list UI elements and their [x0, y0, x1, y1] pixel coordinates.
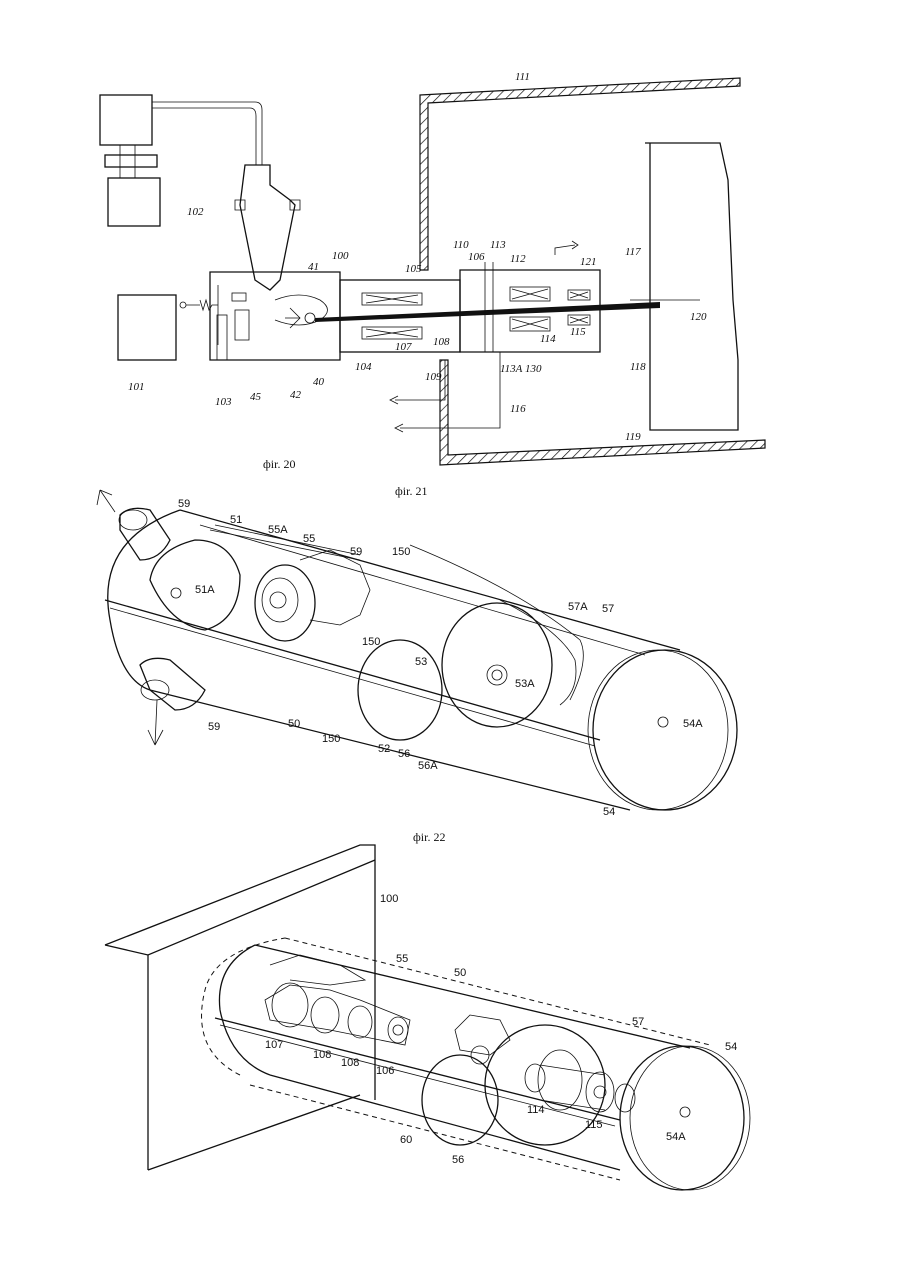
label-117: 117 — [625, 246, 641, 258]
label-41: 41 — [308, 261, 319, 273]
label-55: 55 — [303, 533, 315, 545]
label-150-bottom: 150 — [322, 733, 340, 745]
end-disc-22-54 — [620, 1046, 744, 1190]
label-106: 106 — [468, 251, 485, 263]
label-113: 113 — [490, 239, 506, 251]
label-108-a: 108 — [313, 1049, 331, 1061]
label-105: 105 — [405, 263, 422, 275]
port-59-upper — [120, 508, 170, 560]
label-52: 52 — [378, 743, 390, 755]
label-109: 109 — [425, 371, 442, 383]
label-53: 53 — [415, 656, 427, 668]
figure-22: 100 55 50 57 54 107 108 108 106 114 115 … — [105, 845, 750, 1190]
figure-21: 59 51 55A 55 59 150 51A 57A 57 150 53 53… — [97, 490, 737, 844]
port-59-lower — [140, 658, 205, 710]
figure-20: 100 101 102 103 104 105 106 107 108 109 … — [100, 71, 765, 471]
vacuum-chamber-wall-bottom — [440, 360, 765, 465]
label-119: 119 — [625, 431, 641, 443]
label-60: 60 — [400, 1134, 412, 1146]
label-112: 112 — [510, 253, 526, 265]
label-102: 102 — [187, 206, 204, 218]
label-113a: 113A — [500, 363, 523, 375]
label-107: 107 — [395, 341, 412, 353]
label-130: 130 — [525, 363, 542, 375]
label-45: 45 — [250, 391, 262, 403]
power-supply-box-upper — [100, 95, 152, 145]
label-56: 56 — [398, 748, 410, 760]
label-54: 54 — [603, 806, 615, 818]
controller-box-101 — [118, 295, 176, 360]
label-110: 110 — [453, 239, 469, 251]
label-56-fig22: 56 — [452, 1154, 464, 1166]
power-supply-box-lower — [108, 178, 160, 226]
label-55-fig22: 55 — [396, 953, 408, 965]
label-111: 111 — [515, 71, 530, 83]
label-57: 57 — [602, 603, 614, 615]
label-101: 101 — [128, 381, 145, 393]
label-116: 116 — [510, 403, 526, 415]
label-150-top: 150 — [392, 546, 410, 558]
label-107-fig22: 107 — [265, 1039, 283, 1051]
label-114: 114 — [540, 333, 556, 345]
label-108-b: 108 — [341, 1057, 359, 1069]
end-disc-54 — [593, 650, 737, 810]
label-59-mid: 59 — [350, 546, 362, 558]
disc-56 — [358, 640, 442, 740]
electrospray-cone — [240, 165, 295, 290]
label-100: 100 — [332, 250, 349, 262]
housing-block-100 — [105, 845, 375, 1100]
label-121: 121 — [580, 256, 597, 268]
label-54a: 54A — [683, 718, 703, 730]
label-108: 108 — [433, 336, 450, 348]
label-115: 115 — [570, 326, 586, 338]
label-104: 104 — [355, 361, 372, 373]
label-103: 103 — [215, 396, 232, 408]
label-120: 120 — [690, 311, 707, 323]
label-42: 42 — [290, 389, 302, 401]
label-54-fig22: 54 — [725, 1041, 737, 1053]
label-118: 118 — [630, 361, 646, 373]
label-106-fig22: 106 — [376, 1065, 394, 1077]
label-54a-fig22: 54A — [666, 1131, 686, 1143]
label-150-mid: 150 — [362, 636, 380, 648]
label-55a: 55A — [268, 524, 288, 536]
label-57a: 57A — [568, 601, 588, 613]
label-50-fig22: 50 — [454, 967, 466, 979]
label-115-fig22: 115 — [585, 1119, 603, 1131]
caption-fig-20: фir. 20 — [263, 457, 295, 471]
label-56a: 56A — [418, 760, 438, 772]
label-51: 51 — [230, 514, 242, 526]
label-114-fig22: 114 — [527, 1104, 545, 1116]
label-53a: 53A — [515, 678, 535, 690]
cylinder-top-edge — [180, 510, 680, 650]
cylinder-left-end — [108, 510, 180, 690]
label-50: 50 — [288, 718, 300, 730]
label-40: 40 — [313, 376, 325, 388]
caption-fig-22: фir. 22 — [413, 830, 445, 844]
power-supply-box-middle — [105, 155, 157, 167]
label-59-bottom: 59 — [208, 721, 220, 733]
caption-fig-21: фir. 21 — [395, 484, 427, 498]
label-57-fig22: 57 — [632, 1016, 644, 1028]
label-59-top: 59 — [178, 498, 190, 510]
label-51a: 51A — [195, 584, 215, 596]
detector-plate — [645, 143, 738, 430]
label-100-prime: 100 — [380, 893, 398, 905]
